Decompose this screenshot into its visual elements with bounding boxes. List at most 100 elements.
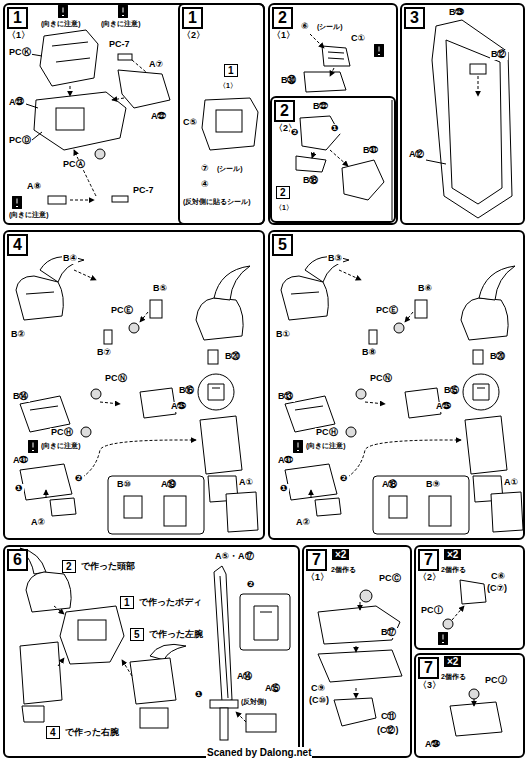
drawing-part (322, 46, 350, 66)
sub-step: 〈1〉 (7, 30, 30, 41)
step-panel: 3 (400, 3, 525, 225)
part-label: B⑦ (96, 348, 112, 358)
drawing-part (112, 196, 128, 202)
part-label: で作った頭部 (80, 562, 136, 572)
part-label: B⑩ (116, 480, 132, 490)
sub-step: 〈2〉 (182, 30, 205, 41)
step-number: 7 (306, 549, 327, 571)
drawing-part (58, 5, 68, 18)
sub-step: 〈3〉 (418, 680, 441, 691)
part-label: で作った左腕 (148, 630, 204, 640)
drawing-part (452, 606, 464, 620)
part-label: B⑳ (489, 352, 507, 362)
part-label: A① (503, 478, 519, 488)
part-label: ❶ (14, 484, 24, 494)
drawing-part (26, 104, 42, 140)
part-label: B② (10, 330, 26, 340)
part-label: A⑲ (160, 480, 178, 490)
drawing-part (20, 642, 62, 704)
part-label: PCⒺ (110, 306, 134, 316)
drawing-part (214, 566, 232, 702)
drawing-part (112, 98, 124, 100)
part-label: ④ (200, 180, 210, 190)
part-label: A⑫ (408, 150, 426, 160)
step-reference: 5 (130, 628, 144, 641)
step-panel: 1 〈2〉 (178, 3, 265, 225)
part-label: B⑬ (277, 392, 295, 402)
drawing-part (356, 646, 357, 652)
part-label: で作った右腕 (64, 728, 120, 738)
drawing-part (246, 714, 276, 732)
drawing-part (334, 698, 376, 726)
drawing-part (469, 689, 479, 699)
part-label: PC-7 (108, 40, 131, 50)
part-label: A㉓ (8, 98, 26, 108)
sub-step: 〈1〉 (272, 30, 295, 41)
part-label: ❷ (74, 474, 84, 484)
drawing-part (56, 108, 84, 130)
part-label: C⑪ (380, 712, 398, 722)
drawing-part (356, 688, 357, 698)
drawing-part (236, 712, 246, 722)
step-reference: 1 (224, 64, 238, 77)
drawing-part (432, 20, 512, 218)
drawing-part (118, 54, 132, 60)
drawing-part (12, 196, 22, 209)
note-text: 2個作る (330, 566, 357, 574)
part-label: A㉒ (150, 112, 168, 122)
part-label: A⑧ (26, 182, 42, 192)
drawing-part (318, 606, 400, 644)
part-label: で作ったボディ (138, 598, 203, 608)
part-label: C⑥ (490, 572, 506, 582)
note-text: 2個作る (440, 673, 467, 681)
drawing-part (360, 602, 361, 610)
drawing-part (220, 708, 228, 740)
part-label: A㉛ (12, 456, 30, 466)
part-label: A② (295, 518, 311, 528)
note-text: 〈1〉 (218, 82, 238, 90)
drawing-part (54, 606, 64, 614)
part-label: (C⑩) (308, 696, 330, 706)
drawing-part (478, 76, 479, 96)
drawing-part (74, 150, 96, 196)
step-reference: 2 (276, 186, 290, 199)
drawing-part (470, 64, 486, 74)
note-text: (向きに注意) (100, 20, 142, 28)
drawing-part (300, 116, 340, 150)
drawing-part (118, 70, 170, 108)
part-label: ⑥ (300, 22, 310, 32)
drawing-part (438, 632, 448, 645)
step-reference: 1 (120, 596, 134, 609)
part-label: (C⑦) (486, 584, 508, 594)
step-number: 5 (272, 234, 293, 256)
drawing-part (40, 30, 98, 86)
quantity-badge: ×2 (444, 656, 461, 667)
note-text: (シール) (216, 165, 244, 173)
drawing-part (70, 86, 71, 96)
part-label: B⑰ (380, 628, 398, 638)
sub-step: 〈2〉 (418, 572, 441, 583)
sub-step: 〈1〉 (306, 572, 329, 583)
part-label: C⑤ (182, 118, 198, 128)
drawing-part (304, 72, 346, 92)
drawing-part (240, 594, 290, 650)
part-label: PCⓃ (369, 374, 393, 384)
part-label: B㉚ (280, 76, 298, 86)
note-text: (反対側に貼るシール) (182, 198, 252, 206)
drawing-part (296, 156, 326, 172)
quantity-badge: ×2 (444, 549, 461, 560)
note-text: (向きに注意) (8, 211, 50, 219)
part-label: B⑧ (361, 348, 377, 358)
drawing-part (446, 40, 502, 204)
drawing-part (26, 572, 71, 612)
drawing-part (328, 52, 344, 59)
note-text: (シール) (316, 23, 344, 31)
part-label: B⑱ (302, 176, 320, 186)
drawing-part (450, 702, 502, 736)
part-label: ❶ (279, 484, 289, 494)
part-label: PCⒺ (375, 306, 399, 316)
drawing-part (360, 590, 372, 602)
part-label: A② (30, 518, 46, 528)
drawing-part (150, 644, 186, 660)
note-text: (向きに注意) (305, 442, 347, 450)
